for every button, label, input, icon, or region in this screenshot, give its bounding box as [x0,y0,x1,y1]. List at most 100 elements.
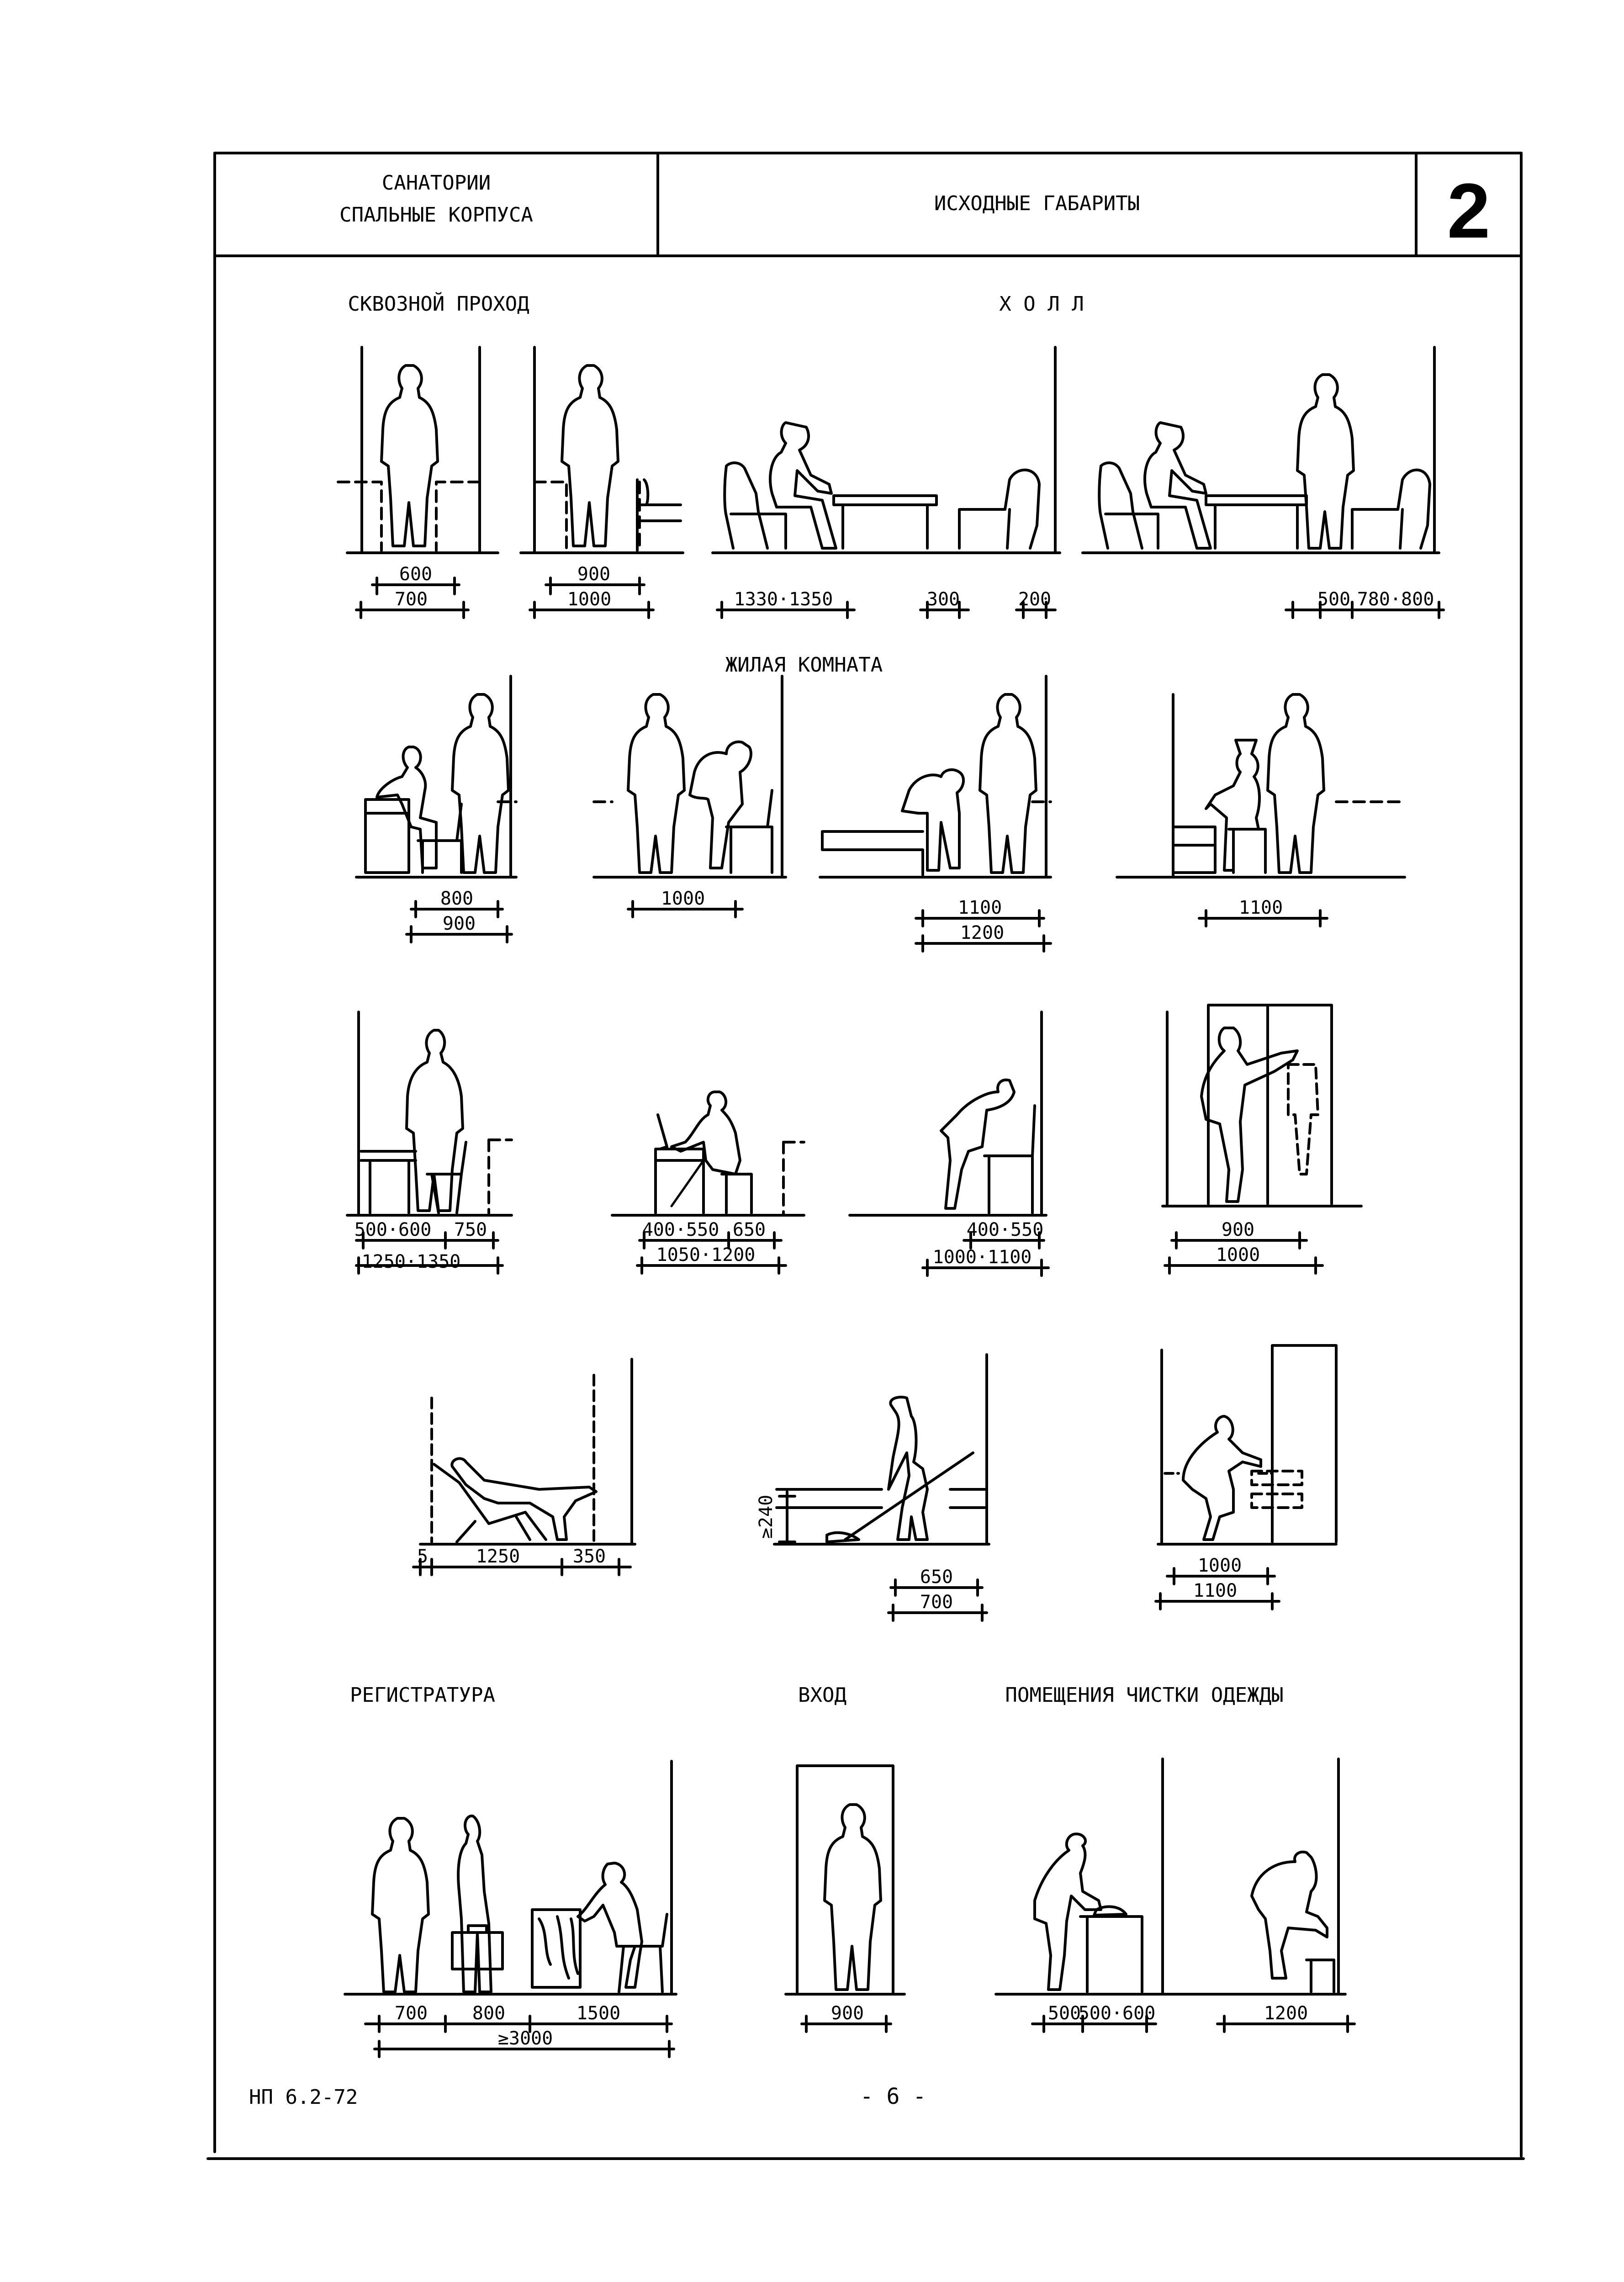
standing-person-figure [1266,693,1325,874]
dim-label: 900 [443,913,476,934]
dim-lines-room-3 [915,909,1052,953]
dim-lines-hall-2 [1285,601,1445,619]
chair-figure [618,1913,668,1993]
dim-label: 400·550 [642,1219,719,1240]
dim-label: 200 [1018,589,1051,610]
stool-figure [1227,828,1267,874]
drawer-figure [1250,1470,1303,1509]
dim-lines-room-5 [355,1231,504,1275]
sitting-clerk-figure [577,1862,643,1989]
standing-person-figure [451,693,510,874]
doorway-figure [796,1764,894,1996]
room-diagram-9 [412,1358,636,1576]
section-registration: РЕГИСТРАТУРА [350,1684,495,1707]
armchair-figure [1351,468,1431,550]
dim-lines-room-7 [921,1231,1050,1277]
dim-lines-registration [364,2015,675,2058]
chair-figure [720,1173,753,1214]
dim-label: 700 [920,1592,953,1613]
dim-label: 400·550 [967,1219,1044,1240]
dim-label: 750 [454,1219,487,1240]
reception-desk-figure [531,1908,582,1989]
hall-diagram-2 [1081,346,1445,619]
dim-label: 500 [1048,2003,1081,2024]
standing-person-figure [1296,373,1355,550]
sweeping-person-figure [887,1396,929,1541]
desk-figure [364,798,410,874]
sheet-number: 2 [1447,168,1491,254]
dim-lines-room-4 [1198,909,1328,927]
dim-label: 1500 [577,2003,620,2024]
table-figure [832,494,938,550]
dim-label: 500·600 [354,1219,432,1240]
room-diagram-10 [773,1353,990,1622]
room-diagram-3 [819,675,1052,953]
dim-label: ≥3000 [498,2028,553,2049]
ironing-person-figure [1033,1832,1102,1991]
hanging-coat-figure [1287,1063,1319,1175]
dresser-figure [1173,826,1217,874]
bending-person-figure [688,740,752,869]
dim-label: 1100 [1193,1580,1237,1601]
dim-label: 900 [1222,1219,1254,1240]
armchair-figure [958,468,1041,550]
room-diagram-2 [592,675,787,918]
dim-label: 5 [417,1546,428,1567]
dim-lines-hall-1 [716,601,1057,619]
dim-lines-passage-1 [355,577,470,619]
header-left-line2: СПАЛЬНЫЕ КОРПУСА [339,203,533,227]
cleaning-room-diagram [995,1758,1356,2033]
passage-diagram-2 [519,346,684,619]
dim-label: 900 [831,2003,864,2024]
dim-label: 1000 [567,589,611,610]
room-diagram-4 [1116,693,1406,927]
footer-doc-code: НП 6.2-72 [249,2086,358,2109]
bench-figure [636,478,682,552]
room-diagram-5 [346,1011,513,1275]
bending-person-figure [901,768,965,872]
dim-label: 800 [472,2003,505,2024]
dim-label: 1330·1350 [734,589,833,610]
hall-diagram-1 [711,346,1061,619]
dim-label: 1100 [1239,897,1283,918]
dim-label: 1200 [960,922,1004,943]
dim-label: 1000 [1216,1244,1260,1265]
standing-person-figure [979,693,1037,874]
desk-figure [360,1150,417,1214]
dim-label: ≥240 [756,1495,777,1539]
dim-label: 1000 [1198,1555,1242,1576]
bed-figure [775,1488,988,1509]
standing-person-figure [371,1817,430,1993]
standing-person-figure [380,364,439,547]
dim-label: 700 [395,2003,428,2024]
dim-lines-room-9 [412,1558,632,1576]
dim-lines-room-6 [636,1231,787,1275]
dim-label: 500 [1317,589,1350,610]
header-center-title: ИСХОДНЫЕ ГАБАРИТЫ [934,192,1140,215]
dim-label: 1000 [661,888,705,909]
sitting-person-figure [670,1091,741,1175]
standing-person-figure [627,693,686,874]
registration-diagram [344,1760,677,2058]
section-hall: Х О Л Л [999,292,1084,316]
chair-figure [983,1104,1036,1214]
dim-lines-entrance [800,2015,892,2033]
dim-label: 1200 [1264,2003,1308,2024]
dim-label: 800 [440,888,473,909]
sitting-person-figure [376,746,438,869]
room-diagram-11 [1154,1344,1338,1610]
section-cleaning-rooms: ПОМЕЩЕНИЯ ЧИСТКИ ОДЕЖДЫ [1005,1684,1283,1707]
bending-person-figure [940,1078,1016,1210]
dim-lines-room-10 [778,1490,988,1622]
sheet-frame [206,152,1525,2160]
reclining-person-figure [450,1457,598,1541]
dim-lines-room-1 [405,900,513,943]
passage-diagram-1 [337,346,499,619]
stool-figure [1305,1959,1335,1993]
footer-page-number: - 6 - [860,2084,926,2109]
dim-label: 650 [733,1219,766,1240]
header-left-line1: САНАТОРИИ [382,171,491,195]
dim-label: 600 [399,564,432,585]
desk-figure [654,1148,705,1214]
